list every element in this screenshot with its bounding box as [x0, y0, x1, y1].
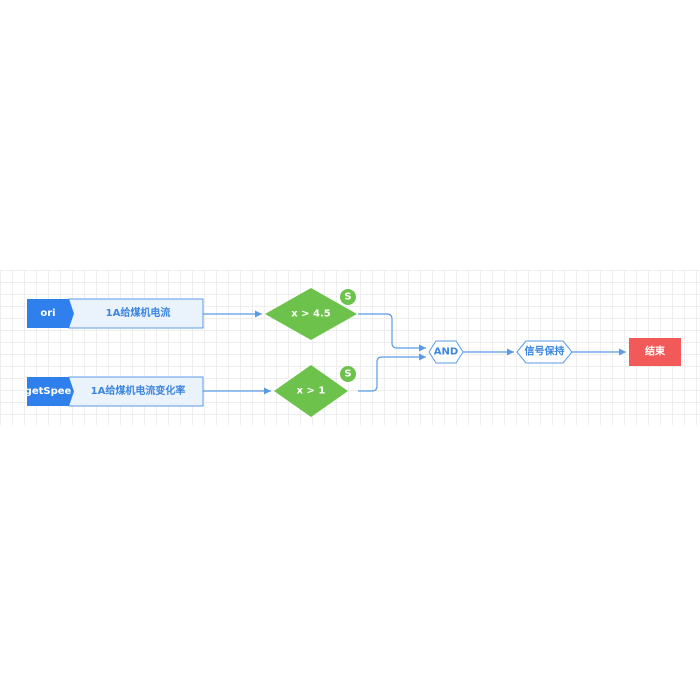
and-gate-node[interactable]: AND [428, 340, 464, 364]
condition-node-1[interactable]: x > 4.5 S [265, 288, 357, 340]
end-label: 结束 [645, 345, 666, 358]
condition-diamond [274, 365, 348, 417]
status-badge-text: S [344, 369, 351, 380]
edge-condition2-to-and[interactable] [358, 353, 426, 392]
source-tag-shape [27, 299, 74, 328]
condition-expression: x > 1 [297, 386, 326, 397]
signal-hold-label: 信号保持 [525, 345, 565, 358]
status-badge [340, 289, 356, 305]
source-tag-shape [27, 377, 74, 406]
end-node[interactable]: 结束 [629, 338, 681, 366]
signal-hold-node[interactable]: 信号保持 [516, 340, 573, 364]
status-badge-text: S [344, 292, 351, 303]
end-box [629, 338, 681, 366]
condition-diamond [265, 288, 357, 340]
source-label-box [68, 376, 204, 407]
signal-hold-hexagon [516, 340, 573, 364]
source-tag-text: getSpee [25, 386, 72, 397]
edges [203, 310, 626, 395]
source-node-getspee[interactable]: getSpee 1A给煤机电流变化率 [25, 376, 204, 407]
source-label-text: 1A给煤机电流 [106, 306, 171, 319]
status-badge [340, 366, 356, 382]
condition-node-2[interactable]: x > 1 S [274, 365, 356, 417]
condition-expression: x > 4.5 [291, 309, 331, 320]
source-tag-text: ori [40, 308, 55, 319]
and-gate-label: AND [434, 347, 458, 358]
source-label-box [68, 298, 204, 329]
and-gate-hexagon [428, 340, 464, 364]
edge-condition1-to-and[interactable] [358, 313, 426, 352]
source-node-ori[interactable]: ori 1A给煤机电流 [27, 298, 204, 329]
source-label-text: 1A给煤机电流变化率 [91, 384, 186, 397]
